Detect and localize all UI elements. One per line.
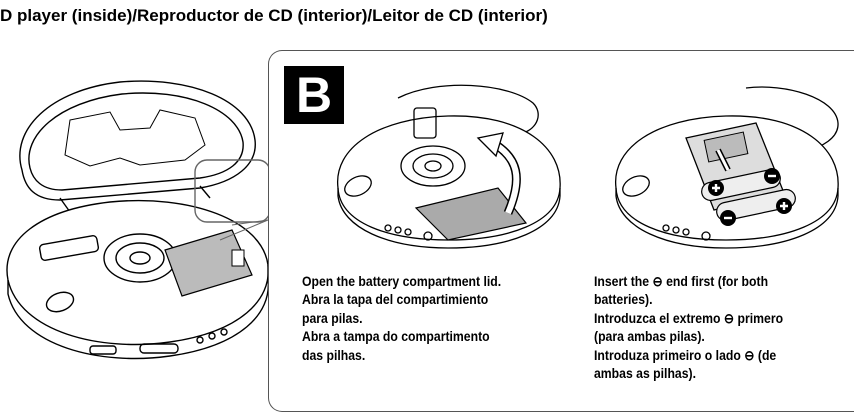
open-lid-illustration (337, 84, 561, 249)
cd-player-open-illustration (6, 80, 271, 360)
insert-batteries-illustration (615, 86, 839, 249)
step2-caption: Insert the ⊖ end first (for both batteri… (594, 274, 784, 382)
step1-caption: Open the battery compartment lid. Abra l… (302, 274, 502, 363)
panel-label-badge: B (284, 66, 344, 124)
page-title: D player (inside)/Reproductor de CD (int… (0, 6, 548, 25)
